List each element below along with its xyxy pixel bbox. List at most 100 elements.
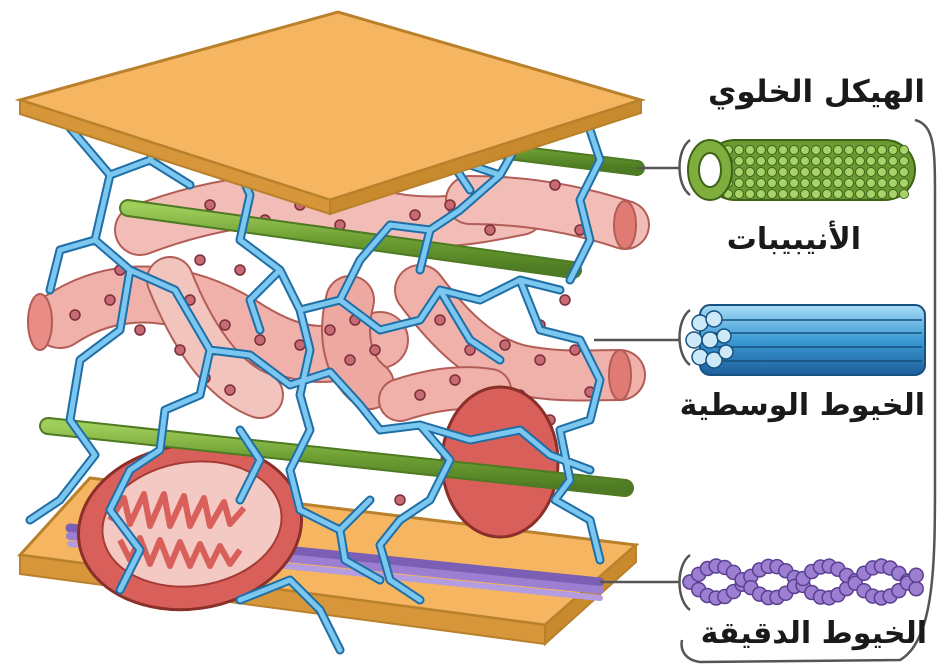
tubulin-subunit <box>768 179 777 188</box>
tubulin-subunit <box>768 157 777 166</box>
ribosome-dot <box>325 325 335 335</box>
tubulin-subunit <box>867 157 876 166</box>
tubulin-subunit <box>889 190 898 199</box>
ribosome-dot <box>395 495 405 505</box>
tubulin-subunit <box>867 168 876 177</box>
tubulin-subunit <box>790 179 799 188</box>
tubulin-subunit <box>746 146 755 155</box>
tubulin-subunit <box>801 157 810 166</box>
tubulin-subunit <box>856 179 865 188</box>
ribosome-dot <box>205 200 215 210</box>
ribosome-dot <box>485 225 495 235</box>
tubulin-subunit <box>889 146 898 155</box>
tubulin-subunit <box>812 190 821 199</box>
tubulin-subunit <box>823 179 832 188</box>
tubulin-subunit <box>878 190 887 199</box>
tubulin-subunit <box>735 190 744 199</box>
tubulin-subunit <box>735 157 744 166</box>
tubulin-subunit <box>812 179 821 188</box>
tubulin-subunit <box>735 179 744 188</box>
tubulin-subunit <box>768 190 777 199</box>
tubulin-subunit <box>746 157 755 166</box>
ribosome-dot <box>220 320 230 330</box>
tubulin-subunit <box>834 168 843 177</box>
tubulin-subunit <box>845 157 854 166</box>
tubulin-subunit <box>856 190 865 199</box>
actin-subunit <box>909 582 923 596</box>
ribosome-dot <box>195 255 205 265</box>
microtubules-label: الأنيبيبات <box>727 222 861 257</box>
tubulin-subunit <box>768 168 777 177</box>
tubulin-subunit <box>757 168 766 177</box>
tubulin-subunit <box>790 157 799 166</box>
ribosome-dot <box>235 265 245 275</box>
tubulin-subunit <box>757 157 766 166</box>
ribosome-dot <box>255 335 265 345</box>
tubulin-subunit <box>746 179 755 188</box>
tubulin-subunit <box>779 146 788 155</box>
microtubule-inset <box>688 140 915 200</box>
ribosome-dot <box>105 295 115 305</box>
tubulin-subunit <box>812 168 821 177</box>
tubulin-subunit <box>790 168 799 177</box>
tubulin-subunit <box>801 168 810 177</box>
tubulin-subunit <box>889 168 898 177</box>
tubulin-subunit <box>768 146 777 155</box>
ribosome-dot <box>415 390 425 400</box>
tubulin-subunit <box>834 190 843 199</box>
ribosome-dot <box>345 355 355 365</box>
tubulin-subunit <box>779 190 788 199</box>
tubulin-subunit <box>867 179 876 188</box>
tubulin-subunit <box>757 179 766 188</box>
tubulin-subunit <box>801 179 810 188</box>
tubulin-subunit <box>845 168 854 177</box>
tubulin-subunit <box>735 168 744 177</box>
tubulin-subunit <box>823 190 832 199</box>
intermediate-filament-inset <box>686 305 925 375</box>
tubulin-subunit <box>812 146 821 155</box>
microfilament-inset <box>683 559 923 605</box>
tubulin-subunit <box>856 146 865 155</box>
tubulin-subunit <box>845 190 854 199</box>
tubulin-subunit <box>878 146 887 155</box>
ribosome-dot <box>70 310 80 320</box>
tubulin-subunit <box>779 179 788 188</box>
cytoskeleton-title: الهيكل الخلوي <box>708 74 925 110</box>
tubulin-subunit <box>823 157 832 166</box>
ribosome-dot <box>450 375 460 385</box>
tubulin-subunit <box>867 190 876 199</box>
ribosome-dot <box>175 345 185 355</box>
actin-subunit <box>909 568 923 582</box>
tubulin-subunit <box>900 146 909 155</box>
tubulin-subunit <box>900 157 909 166</box>
tubulin-subunit <box>867 146 876 155</box>
tubulin-subunit <box>790 146 799 155</box>
tubulin-subunit <box>757 146 766 155</box>
tubulin-subunit <box>834 157 843 166</box>
intermediate-filaments-label: الخيوط الوسطية <box>680 388 925 423</box>
microfilaments-label: الخيوط الدقيقة <box>701 616 927 651</box>
tubulin-subunit <box>856 157 865 166</box>
tubulin-subunit <box>878 168 887 177</box>
tubulin-subunit <box>801 146 810 155</box>
tubulin-subunit <box>812 157 821 166</box>
tubulin-subunit <box>845 146 854 155</box>
tubulin-subunit <box>900 190 909 199</box>
tubulin-subunit <box>823 146 832 155</box>
tubulin-subunit <box>779 157 788 166</box>
ribosome-dot <box>435 315 445 325</box>
tubulin-subunit <box>834 179 843 188</box>
tubulin-subunit <box>823 168 832 177</box>
ribosome-dot <box>550 180 560 190</box>
tubulin-subunit <box>878 157 887 166</box>
ribosome-dot <box>535 355 545 365</box>
ribosome-dot <box>445 200 455 210</box>
tubulin-subunit <box>878 179 887 188</box>
tubulin-subunit <box>735 146 744 155</box>
tubulin-subunit <box>790 190 799 199</box>
tubulin-subunit <box>779 168 788 177</box>
ribosome-dot <box>370 345 380 355</box>
tubulin-subunit <box>889 179 898 188</box>
tubulin-subunit <box>801 190 810 199</box>
tubulin-subunit <box>900 168 909 177</box>
